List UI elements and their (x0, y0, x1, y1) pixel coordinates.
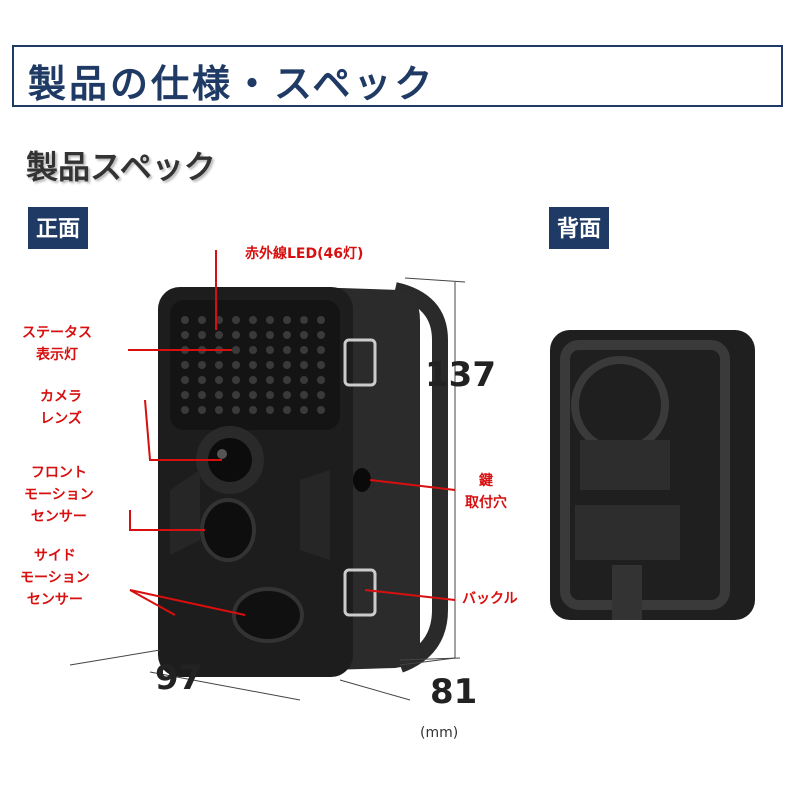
ir-led-dot (266, 316, 274, 324)
ir-led-dot (283, 376, 291, 384)
ir-led-dot (317, 331, 325, 339)
ir-led-dot (215, 406, 223, 414)
ir-led-dot (300, 316, 308, 324)
dimension-unit: (mm) (420, 725, 459, 741)
ir-led-dot (232, 346, 240, 354)
ir-led-dot (266, 406, 274, 414)
callout-status-lamp-line2: 表示灯 (36, 347, 78, 363)
header-box: 製品の仕様・スペック (12, 45, 783, 107)
ir-led-dot (249, 361, 257, 369)
buckle-bottom (343, 568, 377, 617)
ir-led-dot (300, 361, 308, 369)
front-camera-image (158, 282, 448, 677)
ir-led-dot (232, 391, 240, 399)
ir-led-dot (266, 391, 274, 399)
ir-led-dot (266, 361, 274, 369)
ir-led-dot (198, 406, 206, 414)
ir-led-dot (215, 391, 223, 399)
motion-sensor (200, 498, 256, 562)
callout-front-sensor: フロント モーション センサー (24, 462, 94, 528)
callout-side-sensor: サイド モーション センサー (20, 545, 90, 611)
ir-led-dot (283, 406, 291, 414)
ir-led-dot (181, 406, 189, 414)
dimension-width: 97 (155, 658, 203, 698)
page-title: 製品の仕様・スペック (28, 62, 436, 106)
key-hole (353, 468, 371, 492)
callout-camera-lens: カメラ レンズ (40, 386, 82, 430)
buckle-top (343, 338, 377, 387)
ir-led-dot (198, 331, 206, 339)
ir-led-dot (249, 376, 257, 384)
ir-led-dot (300, 406, 308, 414)
section-title: 製品スペック (26, 148, 216, 186)
ir-led-dot (215, 331, 223, 339)
callout-camera-lens-line2: レンズ (40, 411, 82, 427)
ir-led-dot (283, 331, 291, 339)
callout-side-sensor-line2: モーション (20, 570, 90, 586)
ir-led-dot (266, 346, 274, 354)
callout-side-sensor-line3: センサー (26, 592, 83, 608)
back-camera-image (550, 330, 755, 620)
callout-front-sensor-line3: センサー (30, 509, 87, 525)
ir-led-dot (300, 331, 308, 339)
ir-led-dot (181, 331, 189, 339)
callout-buckle: バックル (462, 591, 518, 607)
ir-led-dot (266, 331, 274, 339)
callout-side-sensor-line1: サイド (33, 548, 76, 564)
front-view-tag: 正面 (28, 207, 89, 249)
callout-key-hole-line1: 鍵 (479, 473, 493, 489)
callout-lines (128, 250, 456, 616)
ir-led-dot (232, 316, 240, 324)
ir-led-dot (215, 376, 223, 384)
ir-led-dot (198, 316, 206, 324)
ir-led-dot (317, 406, 325, 414)
ir-led-dot (249, 391, 257, 399)
callout-ir-led: 赤外線LED(46灯) (245, 246, 364, 262)
ir-led-dot (283, 361, 291, 369)
ir-led-dot (198, 391, 206, 399)
ir-led-dot (232, 406, 240, 414)
ir-led-dot (198, 376, 206, 384)
callout-camera-lens-line1: カメラ (40, 389, 82, 405)
side-sensor (232, 587, 304, 643)
ir-led-dot (266, 376, 274, 384)
ir-led-dot (317, 316, 325, 324)
back-view-tag: 背面 (549, 207, 610, 249)
callout-key-hole-line2: 取付穴 (465, 495, 507, 511)
ir-led-dot (317, 361, 325, 369)
dimension-depth: 81 (430, 672, 478, 712)
ir-led-dot (249, 406, 257, 414)
ir-led-dot (283, 346, 291, 354)
ir-led-dot (215, 361, 223, 369)
callout-key-hole: 鍵 取付穴 (465, 470, 507, 514)
ir-led-dot (317, 391, 325, 399)
ir-led-dot (181, 391, 189, 399)
ir-led-dot (249, 331, 257, 339)
ir-led-dot (181, 361, 189, 369)
dimension-lines (69, 277, 466, 701)
lens-icon (208, 438, 252, 482)
ir-led-dot (300, 376, 308, 384)
callout-status-lamp: ステータス 表示灯 (22, 322, 92, 366)
callout-front-sensor-line1: フロント (30, 465, 87, 481)
ir-led-dot (198, 361, 206, 369)
ir-led-dot (232, 376, 240, 384)
ir-led-dot (283, 391, 291, 399)
dimension-height: 137 (425, 355, 496, 395)
ir-led-dot (300, 346, 308, 354)
ir-led-dot (317, 346, 325, 354)
ir-led-dot (283, 316, 291, 324)
ir-led-dot (232, 361, 240, 369)
callout-status-lamp-line1: ステータス (22, 325, 92, 341)
ir-led-dot (232, 331, 240, 339)
callout-front-sensor-line2: モーション (24, 487, 94, 503)
ir-led-dot (300, 391, 308, 399)
ir-led-dot (181, 376, 189, 384)
strap (392, 282, 448, 673)
ir-led-dot (249, 316, 257, 324)
ir-led-dot (181, 316, 189, 324)
ir-led-dot (317, 376, 325, 384)
ir-led-dot (249, 346, 257, 354)
